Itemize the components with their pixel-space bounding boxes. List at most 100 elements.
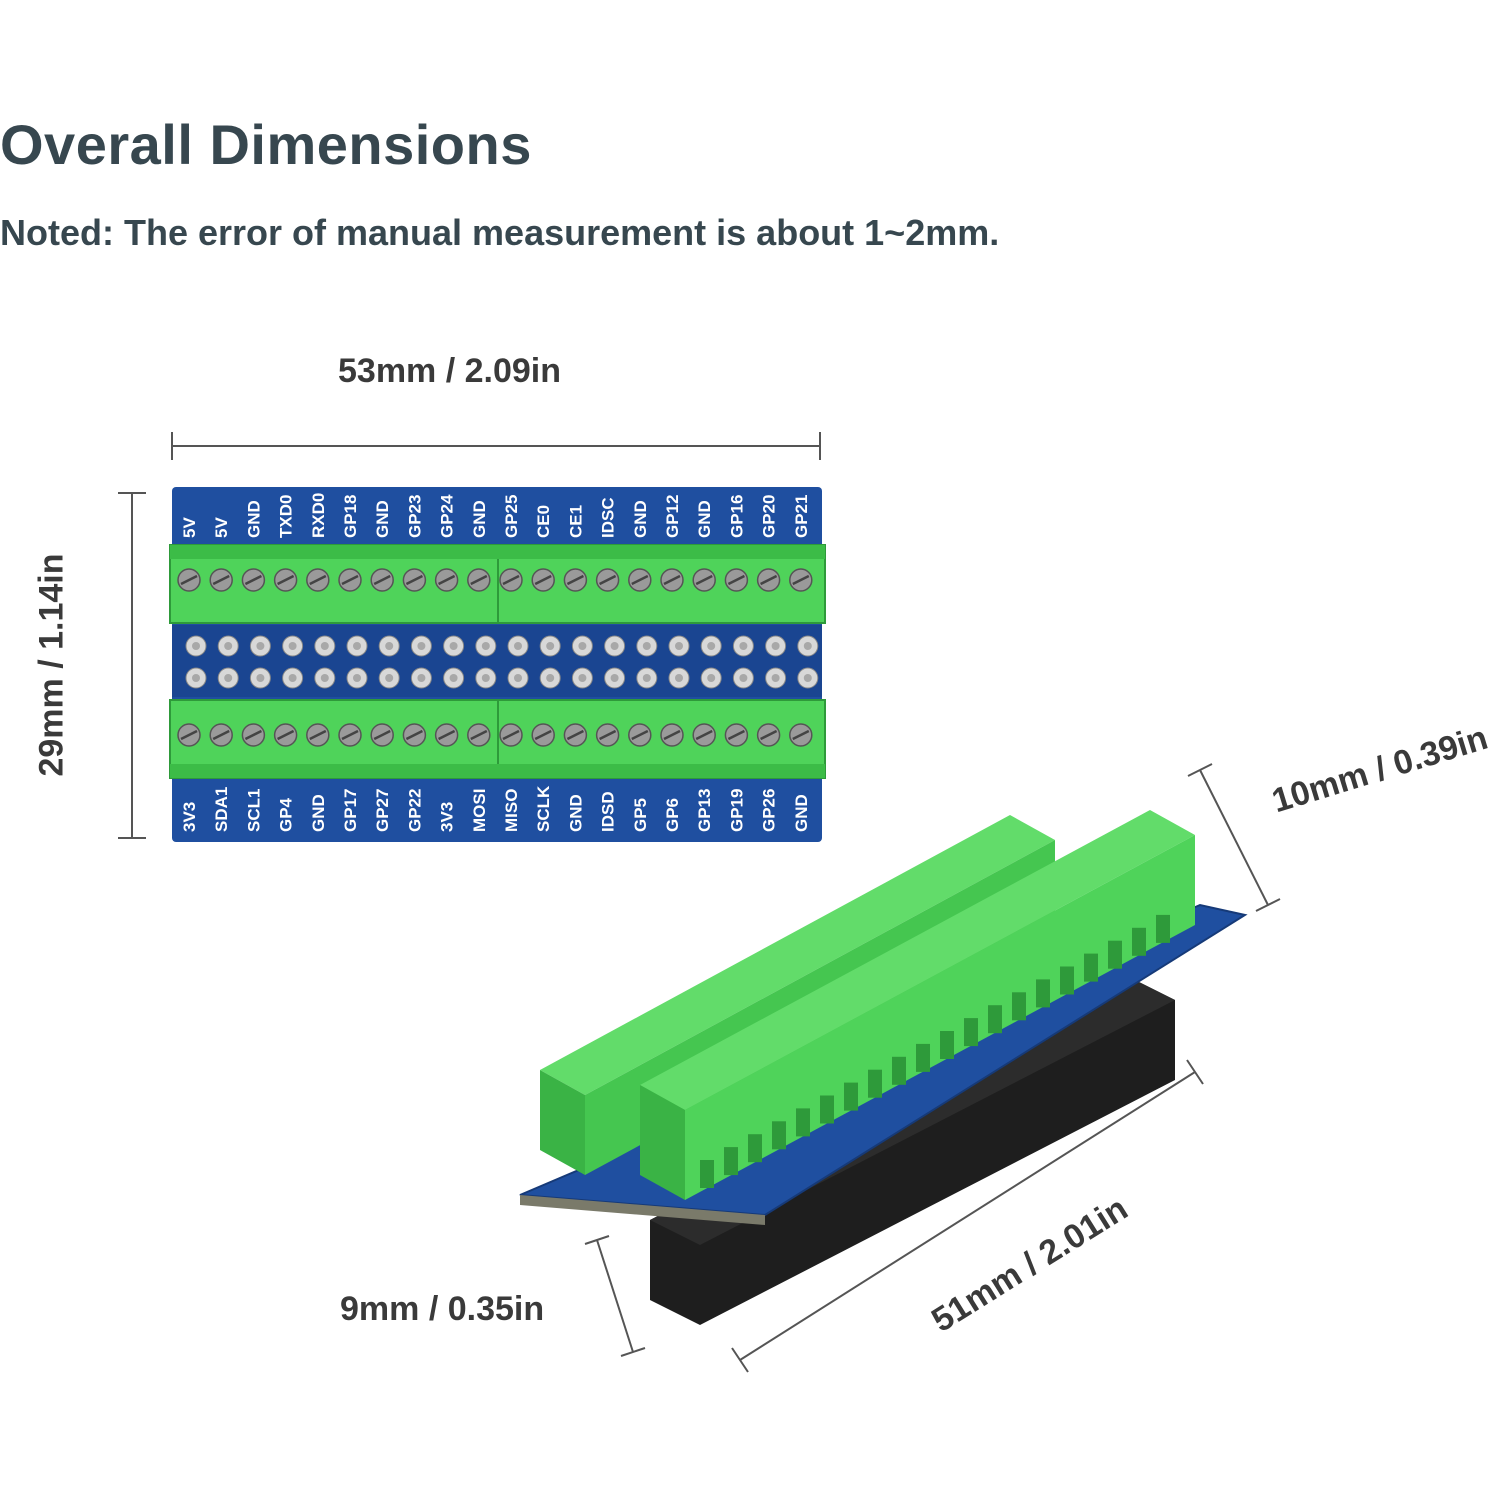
terminal-slot xyxy=(748,1134,762,1163)
bottom-pin-label: GP26 xyxy=(760,789,779,832)
screw-icon xyxy=(499,568,523,592)
header-pin xyxy=(700,635,722,657)
terminal-slot xyxy=(940,1031,954,1059)
screw-icon xyxy=(241,723,266,747)
bottom-screw-row xyxy=(177,723,813,747)
bottom-pin-label: IDSD xyxy=(599,791,618,832)
header-pin xyxy=(282,635,304,657)
header-pin xyxy=(732,667,754,689)
header-pin xyxy=(185,667,207,689)
bottom-pin-label: GP4 xyxy=(277,797,296,832)
screw-icon xyxy=(724,723,749,747)
screw-icon xyxy=(402,568,427,592)
height-label: 29mm / 1.14in xyxy=(32,553,71,777)
top-pin-label: GND xyxy=(631,500,650,538)
header-pin xyxy=(378,667,400,689)
header-pin xyxy=(797,667,819,689)
header-pin xyxy=(668,667,690,689)
bottom-pin-label: 3V3 xyxy=(180,802,199,832)
top-pin-label: 5V xyxy=(212,517,231,538)
top-pin-label: GP24 xyxy=(438,494,457,538)
screw-icon xyxy=(724,568,749,592)
bottom-pin-label: MISO xyxy=(502,789,521,832)
terminal-slot xyxy=(796,1108,810,1137)
top-pin-label: TXD0 xyxy=(277,495,296,538)
terminal-slot xyxy=(1060,966,1074,995)
header-pin xyxy=(765,635,787,657)
top-pin-label: GND xyxy=(470,500,489,538)
screw-icon xyxy=(338,723,362,747)
top-pin-label: GND xyxy=(373,500,392,538)
top-pin-label: GP23 xyxy=(405,495,424,538)
header-pin xyxy=(571,635,593,657)
header-pin xyxy=(443,635,465,657)
bottom-pin-label: SCLK xyxy=(534,785,553,832)
bottom-pin-label: SDA1 xyxy=(212,787,231,832)
top-pin-label: GP25 xyxy=(502,495,521,538)
terminal-slot xyxy=(700,1160,714,1188)
header-pin xyxy=(539,635,561,657)
screw-icon xyxy=(660,723,684,747)
screw-icon xyxy=(756,568,781,592)
screw-icon xyxy=(660,568,684,592)
screw-icon xyxy=(434,723,459,747)
bottom-pin-label: MOSI xyxy=(470,789,489,832)
screw-icon xyxy=(628,723,652,747)
terminal-slot xyxy=(1012,992,1026,1021)
top-pin-label: CE1 xyxy=(566,505,585,538)
top-pin-label: GP18 xyxy=(341,495,360,538)
screw-icon xyxy=(273,723,298,747)
screw-icon xyxy=(756,723,781,747)
header-pin xyxy=(346,667,368,689)
terminal-slot xyxy=(844,1082,858,1111)
bottom-pin-label: GND xyxy=(566,794,585,832)
header-pin-grid xyxy=(185,635,819,689)
screw-icon xyxy=(467,723,491,747)
header-pin xyxy=(249,667,271,689)
screw-icon xyxy=(370,723,394,747)
header-pin xyxy=(604,635,626,657)
screw-icon xyxy=(177,568,201,592)
terminal-slot xyxy=(724,1147,738,1176)
screw-icon xyxy=(789,723,813,747)
height-dimension-line xyxy=(118,492,146,839)
top-pin-label: CE0 xyxy=(534,505,553,538)
screw-icon xyxy=(434,568,459,592)
screw-icon xyxy=(628,568,652,592)
header-pin xyxy=(539,667,561,689)
terminal-slot xyxy=(820,1095,834,1124)
header-pin xyxy=(668,635,690,657)
length-dimension-line xyxy=(731,1059,1204,1373)
screw-icon xyxy=(563,723,588,747)
header-pin xyxy=(314,667,336,689)
screw-icon xyxy=(467,568,491,592)
screw-icon xyxy=(241,568,266,592)
terminal-slot xyxy=(868,1069,882,1098)
bottom-pin-label: 3V3 xyxy=(438,802,457,832)
terminal-slot xyxy=(964,1018,978,1047)
screw-icon xyxy=(209,568,233,592)
board-perspective-view xyxy=(519,810,1248,1325)
terminal-slot xyxy=(1084,953,1098,982)
screw-icon xyxy=(692,723,716,747)
terminal-slots xyxy=(700,914,1170,1188)
header-pin xyxy=(475,635,497,657)
header-pin xyxy=(732,635,754,657)
bottom-pin-label: SCL1 xyxy=(244,789,263,832)
screw-icon xyxy=(531,568,555,592)
screw-icon xyxy=(273,568,298,592)
bottom-pin-label: GND xyxy=(309,794,328,832)
terminal-slot xyxy=(892,1056,906,1085)
top-pin-label: GP20 xyxy=(760,495,779,538)
screw-icon xyxy=(209,723,233,747)
screw-icon xyxy=(177,723,201,747)
top-screw-row xyxy=(177,568,813,592)
bottom-pin-label: GP27 xyxy=(373,789,392,832)
screw-icon xyxy=(692,568,716,592)
header-pin xyxy=(507,635,529,657)
header-pin xyxy=(378,635,400,657)
